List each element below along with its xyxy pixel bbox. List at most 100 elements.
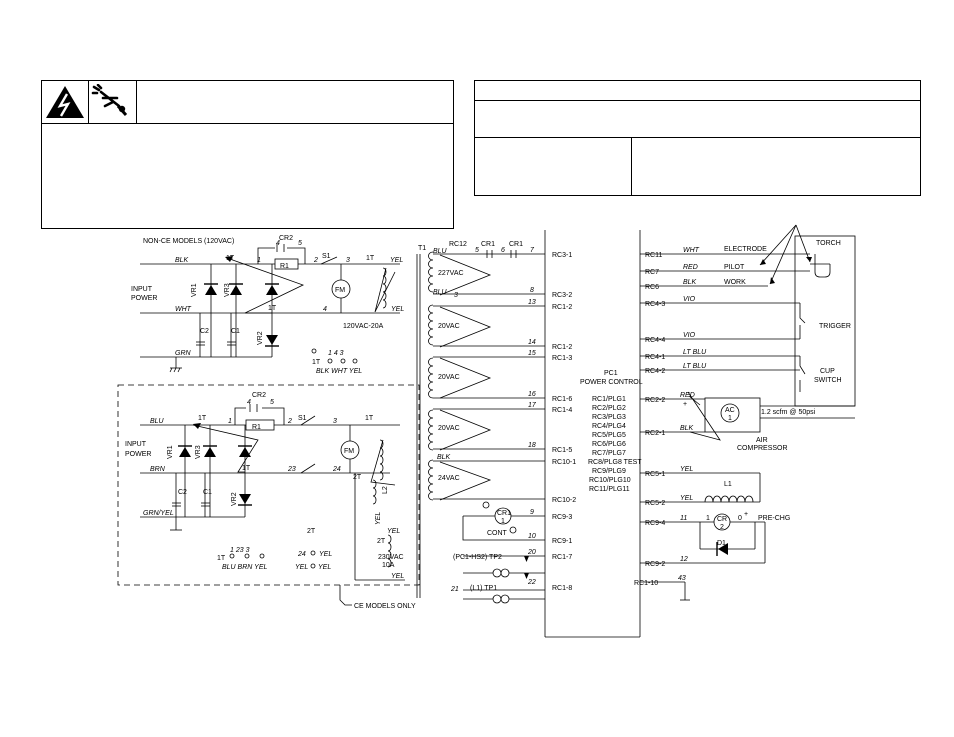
l1-label: L1 bbox=[724, 481, 732, 488]
non-ce-r1: R1 bbox=[280, 263, 289, 270]
ce-r1: R1 bbox=[252, 424, 261, 431]
rc12-label: RC12 bbox=[449, 241, 467, 248]
wire-ltblu-2: LT BLU bbox=[683, 363, 707, 370]
pc1-w6: 6 bbox=[501, 247, 505, 254]
pc1-rc9-3: RC9-3 bbox=[552, 514, 572, 521]
ce-cr2: CR2 bbox=[252, 392, 266, 399]
pc1-plug-4: RC4/PLG4 bbox=[592, 423, 626, 430]
pc1-plug-9: RC9/PLG9 bbox=[592, 468, 626, 475]
wire-yel-1: YEL bbox=[680, 466, 693, 473]
wire-blk-2: BLK bbox=[680, 425, 694, 432]
pc1-rc5-1: RC5-1 bbox=[645, 471, 665, 478]
ac-num: 1 bbox=[728, 415, 732, 422]
pc1-plug-5: RC5/PLG5 bbox=[592, 432, 626, 439]
pc1-rc9-2: RC9-2 bbox=[645, 561, 665, 568]
prechg-label: PRE-CHG bbox=[758, 515, 790, 522]
pc1-rc9-1: RC9-1 bbox=[552, 538, 572, 545]
wire-red: RED bbox=[683, 264, 698, 271]
non-ce-vr3: VR3 bbox=[224, 283, 231, 297]
pc1-w7: 7 bbox=[530, 247, 535, 254]
air-label-2: COMPRESSOR bbox=[737, 445, 788, 452]
ac-label: AC bbox=[725, 407, 735, 414]
pc1-plug-2: RC2/PLG2 bbox=[592, 405, 626, 412]
ce-l2: L2 bbox=[382, 486, 389, 494]
pc1-plug-3: RC3/PLG3 bbox=[592, 414, 626, 421]
cr2-num: 2 bbox=[720, 524, 724, 531]
ce-term-24: 24 bbox=[297, 551, 306, 558]
pc1-cont: CONT bbox=[487, 530, 508, 537]
compressor-plus: + bbox=[683, 401, 687, 408]
non-ce-title: NON-CE MODELS (120VAC) bbox=[143, 238, 234, 245]
non-ce-wht: WHT bbox=[175, 306, 192, 313]
ce-rating-a: 10A bbox=[382, 562, 395, 569]
ce-1t-c: 1T bbox=[365, 415, 374, 422]
ce-w5: 5 bbox=[270, 399, 274, 406]
wire-yel-2: YEL bbox=[680, 495, 693, 502]
ce-1t-a: 1T bbox=[198, 415, 207, 422]
pc1-w3: 3 bbox=[454, 292, 458, 299]
non-ce-1t-b: 1T bbox=[268, 305, 277, 312]
pc1-plug-6: RC6/PLG6 bbox=[592, 441, 626, 448]
non-ce-term-nums: 1 4 3 bbox=[328, 350, 344, 357]
non-ce-w4: 4 bbox=[323, 306, 327, 313]
pc1-rc1-2b: RC1-2 bbox=[552, 344, 572, 351]
pc1-rc4-3: RC4-3 bbox=[645, 301, 665, 308]
pc1-rc4-4: RC4-4 bbox=[645, 337, 665, 344]
non-ce-w1: 1 bbox=[257, 257, 261, 264]
pc1-rc7: RC7 bbox=[645, 269, 659, 276]
ce-yel-2: YEL bbox=[387, 528, 400, 535]
wire-11: 11 bbox=[680, 515, 687, 522]
pc1-rc4-1: RC4-1 bbox=[645, 354, 665, 361]
torch-work: WORK bbox=[724, 279, 746, 286]
non-ce-c1: C1 bbox=[231, 328, 240, 335]
ce-term-colors: BLU BRN YEL bbox=[222, 564, 267, 571]
pc1-rc1-4: RC1-4 bbox=[552, 407, 572, 414]
non-ce-cr2: CR2 bbox=[279, 235, 293, 242]
non-ce-blk: BLK bbox=[175, 257, 189, 264]
info-table-col-divider bbox=[631, 137, 632, 196]
ce-term-nums: 1 23 3 bbox=[230, 547, 250, 554]
pc1-rc5-2: RC5-2 bbox=[645, 500, 665, 507]
wire-red-2: RED bbox=[680, 392, 695, 399]
ce-w1: 1 bbox=[228, 418, 232, 425]
wire-43: 43 bbox=[678, 575, 686, 582]
ce-brn: BRN bbox=[150, 466, 166, 473]
torch-pilot: PILOT bbox=[724, 264, 745, 271]
ce-grnyel: GRN/YEL bbox=[143, 510, 174, 517]
wire-ltblu-1: LT BLU bbox=[683, 349, 707, 356]
ce-yel-3: YEL bbox=[391, 573, 404, 580]
ce-vr2: VR2 bbox=[231, 492, 238, 506]
non-ce-vr2: VR2 bbox=[257, 331, 264, 345]
ce-c2: C2 bbox=[178, 489, 187, 496]
info-table-row-divider-1 bbox=[474, 100, 921, 101]
tx-20vac-1: 20VAC bbox=[438, 323, 460, 330]
ce-w3: 3 bbox=[333, 418, 337, 425]
ce-input-label-2: POWER bbox=[125, 451, 151, 458]
pc1-rc4-2: RC4-2 bbox=[645, 368, 665, 375]
flow-rating: 1.2 scfm @ 50psi bbox=[761, 409, 816, 416]
ce-1t-b: 1T bbox=[242, 465, 251, 472]
pc1-rc9-4: RC9-4 bbox=[645, 520, 665, 527]
pc1-rc1-6: RC1-6 bbox=[552, 396, 572, 403]
pc1-rc10-1: RC10-1 bbox=[552, 459, 576, 466]
pc1-w13: 13 bbox=[528, 299, 536, 306]
non-ce-fm: FM bbox=[335, 287, 345, 294]
pc1-w22: 22 bbox=[527, 579, 536, 586]
cup-switch-2: SWITCH bbox=[814, 377, 842, 384]
pc1-w16: 16 bbox=[528, 391, 536, 398]
pc1-rc1-3: RC1-3 bbox=[552, 355, 572, 362]
torch-electrode: ELECTRODE bbox=[724, 246, 767, 253]
non-ce-term-colors: BLK WHT YEL bbox=[316, 368, 362, 375]
d1-label: D1 bbox=[717, 540, 726, 547]
non-ce-grn: GRN bbox=[175, 350, 192, 357]
non-ce-1t-c: 1T bbox=[366, 255, 375, 262]
pc1-w8: 8 bbox=[530, 287, 534, 294]
non-ce-rating: 120VAC-20A bbox=[343, 323, 384, 330]
person-electrocuted-icon bbox=[91, 84, 128, 116]
ce-term-yel2: YEL bbox=[318, 564, 331, 571]
pc1-rc11: RC11 bbox=[645, 252, 662, 259]
wire-wht: WHT bbox=[683, 247, 700, 254]
cup-switch-1: CUP bbox=[820, 368, 835, 375]
cr2-label: CR bbox=[717, 516, 727, 523]
